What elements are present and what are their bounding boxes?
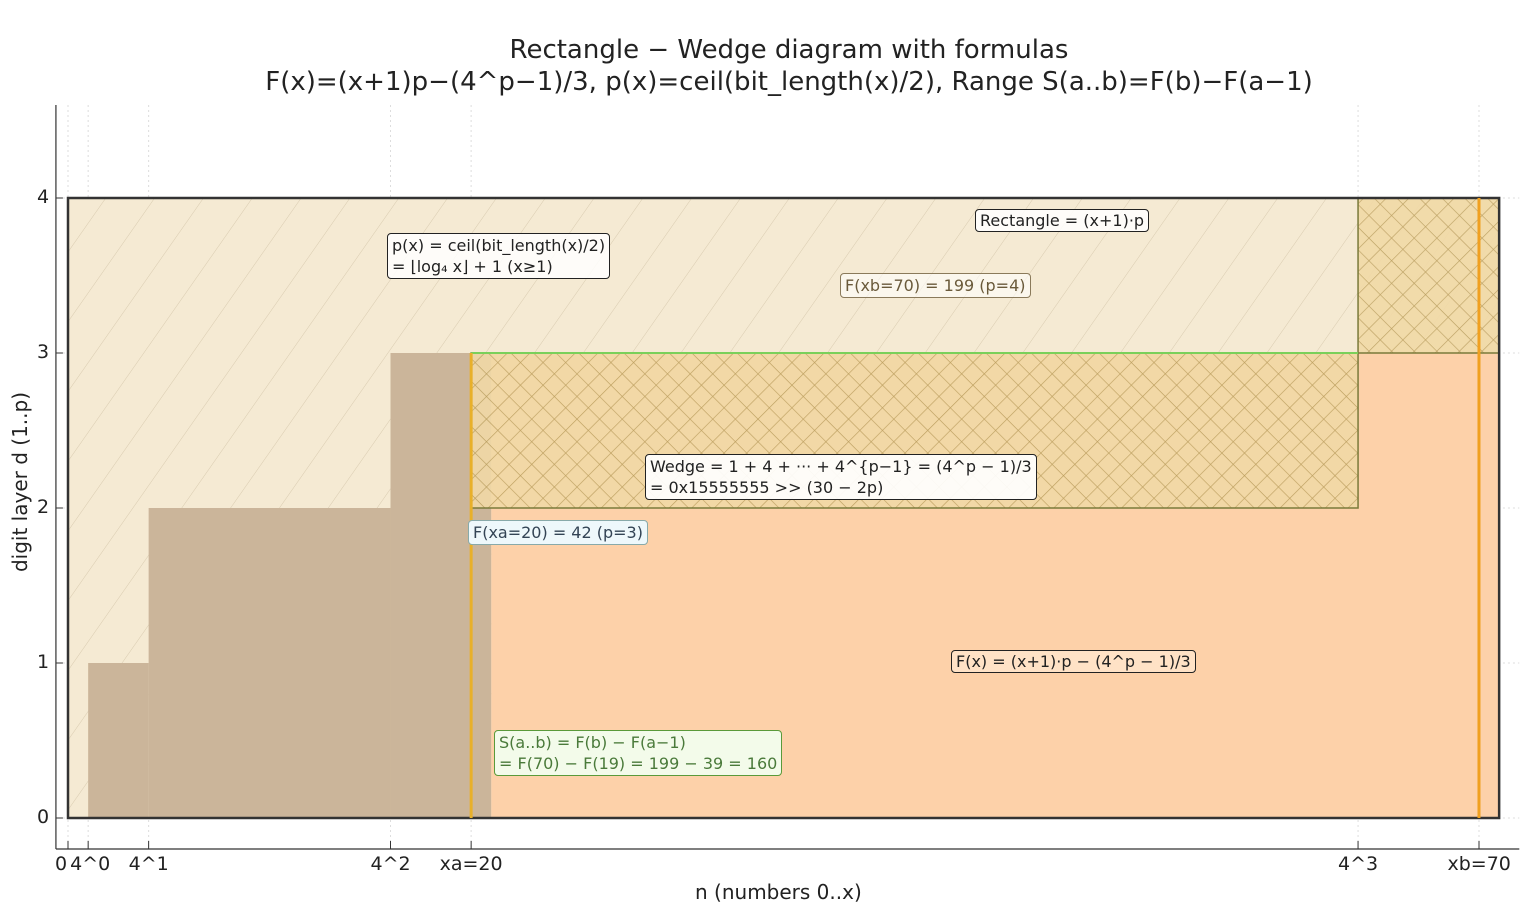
- annotation-wedge: Wedge = 1 + 4 + ··· + 4^{p−1} = (4^p − 1…: [645, 454, 1037, 500]
- annotation-px: p(x) = ceil(bit_length(x)/2) = ⌊log₄ x⌋ …: [387, 233, 611, 279]
- chart-title: Rectangle − Wedge diagram with formulas: [509, 35, 1069, 65]
- x-tick-label: 4^0: [70, 853, 111, 875]
- x-axis-label: n (numbers 0..x): [695, 880, 862, 904]
- wedge-region: [1357, 197, 1500, 354]
- annotation-range: S(a..b) = F(b) − F(a−1) = F(70) − F(19) …: [494, 730, 783, 776]
- y-tick-label: 3: [37, 341, 50, 363]
- y-axis-label: digit layer d (1..p): [8, 391, 32, 573]
- y-tick-label: 0: [37, 806, 50, 828]
- staircase-step: [88, 663, 149, 818]
- x-tick-label: 4^2: [370, 853, 411, 875]
- y-tick-label: 1: [37, 651, 50, 673]
- annotation-fx: F(x) = (x+1)·p − (4^p − 1)/3: [951, 650, 1196, 673]
- rectangle-border: [66, 196, 1501, 820]
- y-tick-label: 2: [37, 496, 50, 518]
- annotation-fxb: F(xb=70) = 199 (p=4): [840, 273, 1031, 298]
- x-tick-label: 4^1: [128, 853, 169, 875]
- annotation-rectangle: Rectangle = (x+1)·p: [975, 209, 1150, 232]
- x-tick-label: 4^3: [1338, 853, 1379, 875]
- chart-subtitle: F(x)=(x+1)p−(4^p−1)/3, p(x)=ceil(bit_len…: [265, 67, 1313, 97]
- x-tick-label: xa=20: [439, 853, 503, 875]
- y-tick-label: 4: [37, 186, 50, 208]
- staircase-step: [148, 508, 391, 818]
- x-tick-label: xb=70: [1447, 853, 1511, 875]
- annotation-fxa: F(xa=20) = 42 (p=3): [468, 520, 648, 545]
- x-tick-label: 0: [55, 853, 68, 875]
